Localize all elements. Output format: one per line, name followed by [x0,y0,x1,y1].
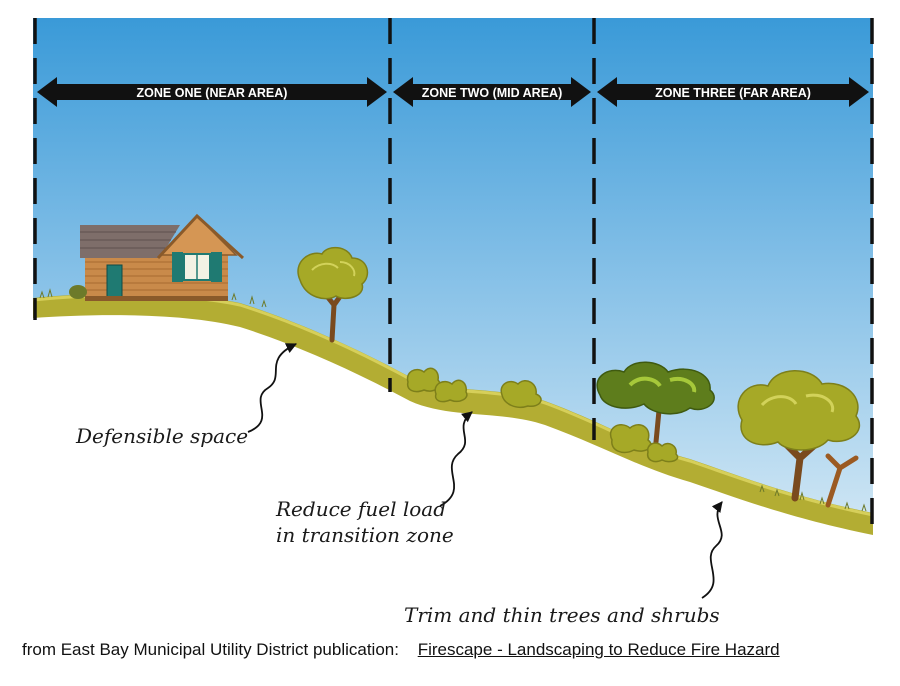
hillside [33,301,873,610]
house-door [106,264,123,299]
tree-zone-one [297,246,369,343]
reduce-fuel-label-line2: in transition zone [276,523,454,547]
shrubs-zone-two [406,367,542,408]
zone-three-arrow: ZONE THREE (FAR AREA) [597,77,869,107]
zone-three-label: ZONE THREE (FAR AREA) [655,86,811,100]
ground-band [33,293,873,535]
house-roof [80,225,180,258]
zone-one-arrow: ZONE ONE (NEAR AREA) [37,77,387,107]
house [69,213,245,301]
tree-zone-three-large [737,370,861,508]
defensible-space-label: Defensible space [75,424,248,448]
tree-zone-three-dark [596,361,715,463]
trim-thin-label: Trim and thin trees and shrubs [404,603,720,627]
zone-one-label: ZONE ONE (NEAR AREA) [137,86,288,100]
caption-publication-link[interactable]: Firescape - Landscaping to Reduce Fire H… [417,640,780,659]
reduce-fuel-label-line1: Reduce fuel load [275,497,446,521]
shutter-right [211,252,222,282]
callout-arrows [247,343,723,599]
zone-two-arrow: ZONE TWO (MID AREA) [393,77,591,107]
grass-tufts [39,288,867,512]
trim-arrow [701,501,723,599]
reduce-arrow [439,411,473,507]
defensible-arrow [247,343,297,433]
zone-two-label: ZONE TWO (MID AREA) [422,86,563,100]
caption-source: from East Bay Municipal Utility District… [22,640,399,659]
zone-dividers [33,18,874,535]
shutter-left [172,252,183,282]
source-caption: from East Bay Municipal Utility District… [22,640,892,660]
